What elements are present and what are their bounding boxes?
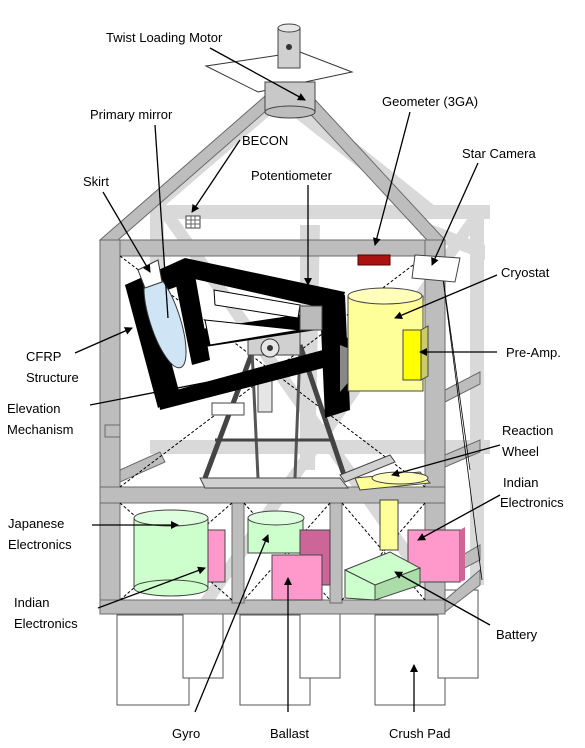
labels: Twist Loading Motor Primary mirror BECON… bbox=[7, 30, 564, 741]
label-elevation-line2: Mechanism bbox=[7, 422, 73, 437]
motor-plate bbox=[204, 51, 354, 93]
reaction-wheel bbox=[354, 471, 432, 491]
geometer bbox=[357, 254, 391, 266]
label-cryostat: Cryostat bbox=[501, 265, 550, 280]
crush-pad bbox=[116, 614, 190, 706]
label-pre-amp: Pre-Amp. bbox=[506, 345, 561, 360]
label-indian-electronics-left-line2: Electronics bbox=[14, 616, 78, 631]
label-skirt: Skirt bbox=[83, 174, 109, 189]
label-potentiometer: Potentiometer bbox=[251, 168, 333, 183]
becon bbox=[185, 215, 201, 229]
ballast bbox=[271, 554, 323, 601]
crush-pad bbox=[299, 611, 341, 679]
label-geometer: Geometer (3GA) bbox=[382, 94, 478, 109]
label-crush-pad: Crush Pad bbox=[389, 726, 450, 741]
pre-amp bbox=[402, 329, 422, 381]
label-indian-electronics-left-line1: Indian bbox=[14, 595, 49, 610]
label-japanese-electronics-line1: Japanese bbox=[8, 516, 64, 531]
label-star-camera: Star Camera bbox=[462, 146, 536, 161]
crush-pad bbox=[182, 611, 224, 679]
star-camera bbox=[411, 254, 461, 283]
crush-pads bbox=[116, 589, 479, 706]
label-elevation-line1: Elevation bbox=[7, 401, 60, 416]
label-indian-electronics-right-line1: Indian bbox=[503, 475, 538, 490]
label-becon: BECON bbox=[242, 133, 288, 148]
label-japanese-electronics-line2: Electronics bbox=[8, 537, 72, 552]
label-battery: Battery bbox=[496, 627, 538, 642]
reaction-wheel-motor bbox=[379, 499, 399, 551]
label-cfrp-line1: CFRP bbox=[26, 349, 61, 364]
label-primary-mirror: Primary mirror bbox=[90, 107, 173, 122]
label-twist-loading-motor: Twist Loading Motor bbox=[106, 30, 223, 45]
top-structure bbox=[98, 23, 447, 241]
crush-pad bbox=[239, 614, 311, 706]
label-ballast: Ballast bbox=[270, 726, 309, 741]
label-cfrp-line2: Structure bbox=[26, 370, 79, 385]
crush-pad bbox=[374, 614, 446, 706]
label-reaction-wheel-line2: Wheel bbox=[502, 444, 539, 459]
label-gyro: Gyro bbox=[172, 726, 200, 741]
label-reaction-wheel-line1: Reaction bbox=[502, 423, 553, 438]
potentiometer bbox=[299, 305, 323, 331]
pointer-lines bbox=[74, 47, 501, 713]
label-indian-electronics-right-line2: Electronics bbox=[500, 495, 564, 510]
japanese-electronics bbox=[133, 517, 209, 589]
